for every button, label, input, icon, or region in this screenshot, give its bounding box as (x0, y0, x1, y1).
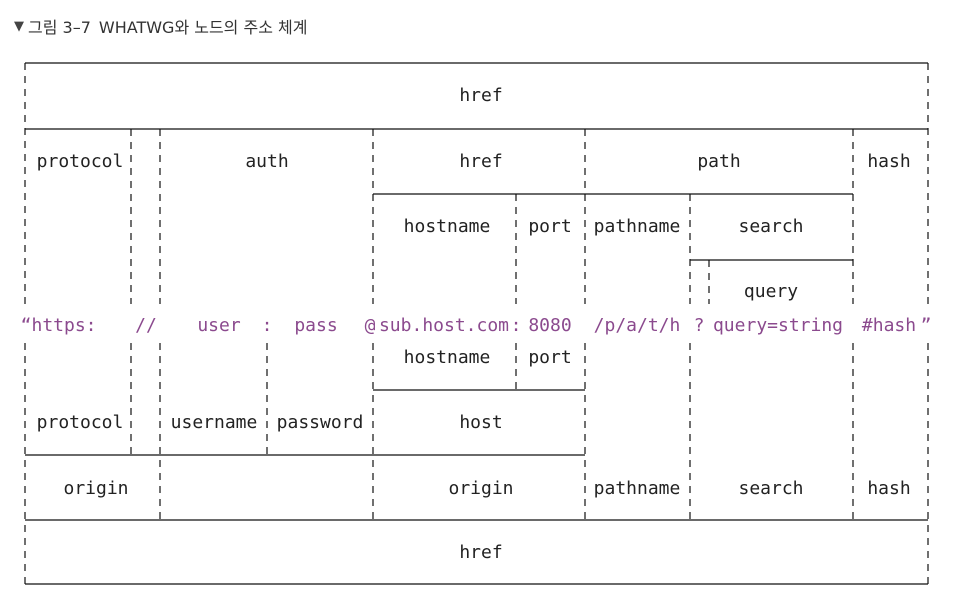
triangle-down-icon: ▼ (14, 18, 24, 34)
label-hostname-top: hostname (404, 216, 491, 237)
label-protocol-bottom: protocol (37, 412, 124, 433)
url-string: “ https: // user : pass @ sub.host.com :… (21, 315, 932, 336)
label-password: password (277, 412, 364, 433)
label-pathname-top: pathname (594, 216, 681, 237)
url-close-quote: ” (921, 315, 932, 336)
url-path: /p/a/t/h (594, 315, 681, 336)
url-at: @ (365, 315, 376, 336)
label-search-bottom: search (738, 478, 803, 499)
url-port: 8080 (528, 315, 571, 336)
figure-caption: WHATWG와 노드의 주소 체계 (98, 18, 308, 37)
label-hostname-bottom: hostname (404, 347, 491, 368)
url-question-mark: ? (694, 315, 705, 336)
label-port-top: port (528, 216, 571, 237)
url-query: query=string (713, 315, 843, 336)
label-origin-left: origin (63, 478, 128, 499)
url-colon-port: : (511, 315, 522, 336)
label-hash-bottom: hash (867, 478, 910, 499)
label-auth: auth (245, 151, 288, 172)
label-origin-mid: origin (448, 478, 513, 499)
figure-title: ▼ 그림 3–7 WHATWG와 노드의 주소 체계 (14, 14, 307, 38)
url-colon-auth: : (262, 315, 273, 336)
url-user: user (197, 315, 241, 336)
label-hash-top: hash (867, 151, 910, 172)
label-href-top: href (459, 85, 502, 106)
top-labels: href protocol auth href path hash hostna… (37, 85, 911, 302)
diagram-lines (24, 62, 929, 585)
label-username: username (171, 412, 258, 433)
bottom-labels: hostname port protocol username password… (37, 347, 911, 563)
label-query: query (744, 281, 798, 302)
url-hash: #hash (862, 315, 916, 336)
url-slashes: // (135, 315, 157, 336)
label-pathname-bottom: pathname (594, 478, 681, 499)
label-href-bottom: href (459, 542, 502, 563)
label-path: path (697, 151, 740, 172)
label-protocol-top: protocol (37, 151, 124, 172)
figure-number: 그림 3–7 (28, 18, 91, 37)
label-port-bottom: port (528, 347, 571, 368)
url-host: sub.host.com (379, 315, 509, 336)
label-search-top: search (738, 216, 803, 237)
url-pass: pass (294, 315, 337, 336)
url-open-quote: “ (21, 315, 32, 336)
url-protocol: https: (31, 315, 96, 336)
label-host-bottom: host (459, 412, 502, 433)
label-host-group: href (459, 151, 502, 172)
